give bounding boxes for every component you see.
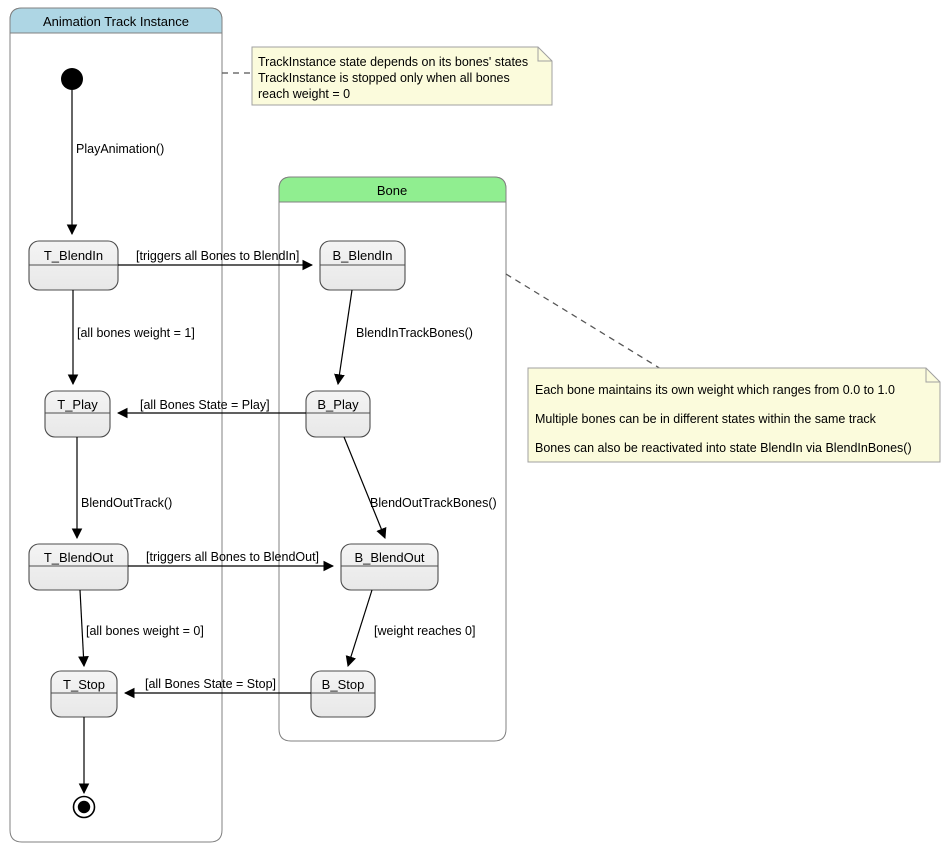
transition-label-all-bones-weight-0: [all bones weight = 0] (86, 624, 204, 638)
state-label-b-blendin: B_BlendIn (333, 248, 393, 263)
transition-t-blendout-to-t-stop (78, 589, 89, 668)
transition-label-blendouttrackbones: BlendOutTrackBones() (370, 496, 497, 510)
transition-b-blendout-to-b-stop (345, 589, 373, 668)
state-t-stop[interactable]: T_Stop (50, 670, 118, 718)
transition-label-playanimation: PlayAnimation() (76, 142, 164, 156)
state-b-stop[interactable]: B_Stop (310, 670, 376, 718)
track-container-title: Animation Track Instance (43, 14, 189, 29)
transition-label-triggers-bones-blendin: [triggers all Bones to BlendIn] (136, 249, 299, 263)
initial-node[interactable] (61, 68, 83, 90)
state-b-blendin[interactable]: B_BlendIn (319, 240, 406, 291)
state-t-blendin[interactable]: T_BlendIn (28, 240, 119, 291)
note-track-instance: TrackInstance state depends on its bones… (251, 46, 553, 106)
container-animation-track-instance[interactable]: Animation Track Instance (9, 7, 223, 843)
transition-label-triggers-bones-blendout: [triggers all Bones to BlendOut] (146, 550, 319, 564)
state-label-t-stop: T_Stop (63, 677, 105, 692)
transition-label-all-bones-state-stop: [all Bones State = Stop] (145, 677, 276, 691)
note-track-line-2: TrackInstance is stopped only when all b… (258, 71, 510, 85)
transition-label-all-bones-state-play: [all Bones State = Play] (140, 398, 270, 412)
final-node[interactable] (72, 795, 96, 819)
note-bone-line-2: Multiple bones can be in different state… (535, 412, 877, 426)
state-label-b-blendout: B_BlendOut (354, 550, 424, 565)
transition-label-all-bones-weight-1: [all bones weight = 1] (77, 326, 195, 340)
transition-b-play-to-b-blendout (343, 436, 387, 540)
state-label-t-blendout: T_BlendOut (44, 550, 114, 565)
state-t-play[interactable]: T_Play (44, 390, 111, 438)
transition-b-blendin-to-b-play (334, 289, 353, 386)
transition-label-blendouttrack: BlendOutTrack() (81, 496, 172, 510)
track-container-header (9, 7, 223, 34)
state-label-t-play: T_Play (57, 397, 98, 412)
transition-label-blendintrackbones: BlendInTrackBones() (356, 326, 473, 340)
transition-label-weight-reaches-0: [weight reaches 0] (374, 624, 475, 638)
state-label-t-blendin: T_BlendIn (44, 248, 103, 263)
note-bone: Each bone maintains its own weight which… (527, 367, 941, 463)
note-bone-line-1: Each bone maintains its own weight which… (535, 383, 895, 397)
note-track-line-3: reach weight = 0 (258, 87, 350, 101)
state-label-b-stop: B_Stop (322, 677, 365, 692)
container-bone[interactable]: Bone (278, 176, 507, 742)
state-t-blendout[interactable]: T_BlendOut (28, 543, 129, 591)
state-label-b-play: B_Play (317, 397, 359, 412)
note-track-line-1: TrackInstance state depends on its bones… (258, 55, 528, 69)
note-connector-bone (505, 273, 662, 370)
bone-container-header (278, 176, 507, 203)
note-bone-line-3: Bones can also be reactivated into state… (535, 441, 912, 455)
bone-container-title: Bone (377, 183, 407, 198)
state-b-play[interactable]: B_Play (305, 390, 371, 438)
state-b-blendout[interactable]: B_BlendOut (340, 543, 439, 591)
